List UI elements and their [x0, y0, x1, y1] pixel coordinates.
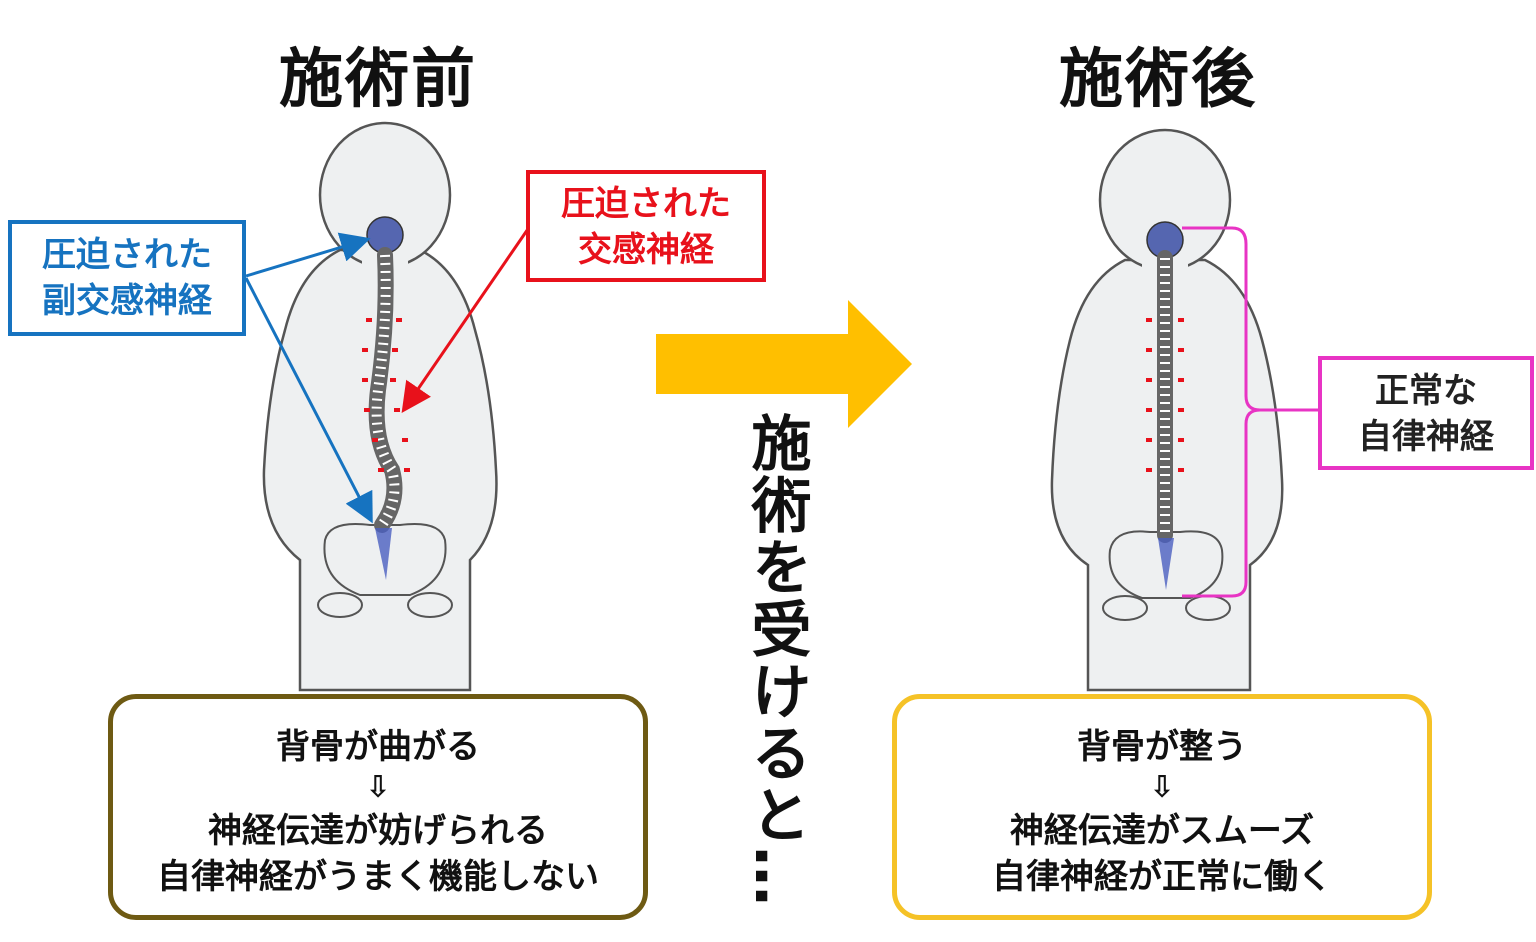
pelvis-before	[317, 523, 453, 618]
label-para-line2: 副交感神経	[42, 281, 212, 321]
title-before: 施術前	[279, 43, 477, 117]
normal-bracket	[1182, 226, 1318, 598]
transition-text: 施術を受けると…	[741, 412, 811, 908]
after-line1: 背骨が整う	[1077, 727, 1247, 767]
before-summary-box: 背骨が曲がる ⇩ 神経伝達が妨げられる 自律神経がうまく機能しない	[108, 694, 648, 920]
spine-before-detail	[371, 254, 400, 528]
pointer-para-lower	[244, 277, 373, 524]
pointer-para-upper	[245, 232, 371, 278]
pointer-symp	[401, 225, 532, 413]
nerve-roots-before	[362, 318, 410, 472]
nerve-roots-after	[1146, 318, 1184, 472]
label-sympathetic: 圧迫された 交感神経	[526, 170, 766, 282]
after-line2: 神経伝達がスムーズ	[1009, 811, 1315, 851]
label-normal: 正常な 自律神経	[1318, 356, 1534, 470]
label-para-line1: 圧迫された	[42, 235, 212, 275]
label-normal-line1: 正常な	[1375, 371, 1477, 411]
title-after: 施術後	[1059, 43, 1257, 117]
before-line1: 背骨が曲がる	[276, 727, 480, 767]
transition-arrow	[656, 300, 912, 428]
sacrum-after	[1158, 538, 1174, 590]
sacrum-before	[375, 528, 392, 580]
before-line3: 自律神経がうまく機能しない	[157, 857, 599, 897]
after-arrow-glyph: ⇩	[1149, 770, 1175, 805]
label-symp-line1: 圧迫された	[561, 184, 731, 224]
after-summary-box: 背骨が整う ⇩ 神経伝達がスムーズ 自律神経が正常に働く	[892, 694, 1432, 920]
before-arrow-glyph: ⇩	[365, 770, 391, 805]
label-symp-line2: 交感神経	[578, 230, 714, 270]
label-normal-line2: 自律神経	[1358, 417, 1494, 457]
before-line2: 神経伝達が妨げられる	[208, 811, 548, 851]
label-parasympathetic: 圧迫された 副交感神経	[8, 220, 246, 336]
after-line3: 自律神経が正常に働く	[992, 857, 1332, 897]
